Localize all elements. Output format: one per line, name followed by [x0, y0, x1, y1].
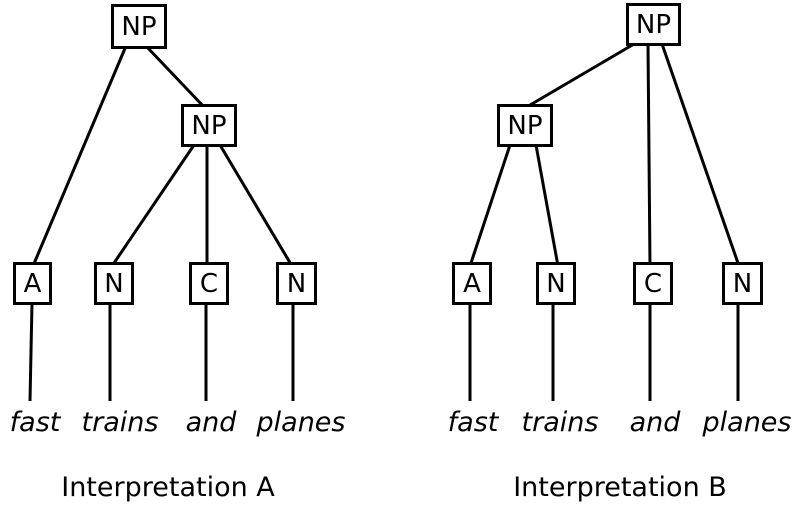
tree-b-word-planes: planes	[702, 407, 792, 438]
tree-b-edge-root-to-np	[524, 42, 635, 110]
tree-a-word-trains: trains	[81, 407, 159, 438]
tree-b-inner-np-node: NP	[497, 104, 553, 147]
tree-a-inner-np-node: NP	[181, 104, 237, 147]
tree-a-edge-np-to-n2	[218, 144, 294, 267]
tree-b-word-and: and	[629, 407, 681, 438]
tree-a-edge-np-to-n1	[110, 144, 196, 267]
tree-b-word-fast: fast	[447, 407, 499, 438]
tree-a-word-fast: fast	[9, 407, 61, 438]
tree-b-leaf-c-node: C	[633, 262, 673, 305]
tree-a-word-and: and	[185, 407, 237, 438]
tree-a-edge-a-to-fast	[28, 302, 34, 402]
tree-b-edge-root-to-c	[646, 43, 652, 267]
tree-a-leaf-n2-node: N	[276, 262, 317, 305]
tree-b-leaf-a-node: A	[452, 262, 492, 305]
tree-b-root-np-node: NP	[626, 3, 681, 46]
tree-b-leaf-n2-node: N	[722, 262, 763, 305]
tree-a-edge-root-to-a	[31, 45, 128, 267]
tree-a-edge-root-to-np	[144, 44, 207, 110]
tree-a-word-planes: planes	[256, 407, 346, 438]
tree-b-word-trains: trains	[521, 407, 599, 438]
tree-a-leaf-n1-node: N	[94, 262, 134, 305]
tree-b-edge-root-to-n2	[660, 43, 741, 267]
tree-b-edge-np-to-n1	[534, 144, 560, 267]
tree-b-edge-np-to-a	[468, 144, 512, 267]
tree-a-leaf-c-node: C	[189, 262, 229, 305]
tree-a-caption: Interpretation A	[61, 472, 275, 503]
tree-a-root-np-node: NP	[111, 4, 167, 49]
tree-b-leaf-n1-node: N	[536, 262, 576, 305]
tree-b-caption: Interpretation B	[513, 472, 727, 503]
tree-a-leaf-a-node: A	[13, 262, 52, 305]
